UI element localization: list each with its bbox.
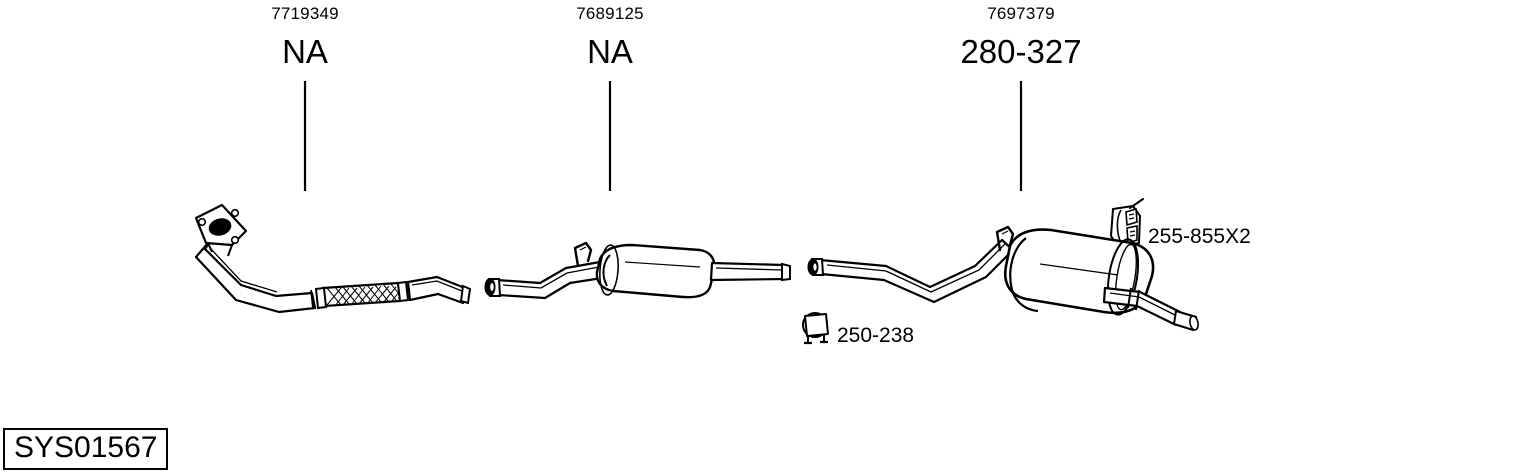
accessory-label-clamp: 250-238 — [837, 324, 915, 347]
system-code-badge: SYS01567 — [3, 428, 169, 470]
part-number-front-pipe: 7719349 — [271, 4, 339, 23]
rear-inlet-tip — [807, 258, 825, 276]
part-code-centre-silencer: NA — [587, 33, 633, 70]
rear-silencer-assembly — [807, 225, 1199, 332]
flange — [194, 203, 248, 257]
part-number-centre-silencer: 7689125 — [576, 4, 644, 23]
front-pipe-assembly — [194, 203, 472, 314]
exhaust-clamp-icon — [802, 312, 829, 345]
part-number-rear-silencer: 7697379 — [987, 4, 1055, 23]
centre-silencer-box — [595, 243, 716, 299]
label-group-centre-silencer: 7689125 NA — [510, 5, 710, 68]
centre-silencer-assembly — [484, 241, 791, 300]
inlet-tip — [484, 278, 502, 297]
rear-silencer-box — [1004, 228, 1155, 316]
label-group-rear-silencer: 7697379 280-327 — [921, 5, 1121, 68]
flex-section — [310, 280, 413, 310]
tailpipe-tip — [1172, 309, 1199, 332]
label-group-front-pipe: 7719349 NA — [205, 5, 405, 68]
accessory-label-rubber-mount: 255-855X2 — [1148, 225, 1251, 248]
part-code-front-pipe: NA — [282, 33, 328, 70]
rubber-hanger-icon — [1110, 198, 1144, 248]
leader-lines — [303, 81, 1023, 191]
part-code-rear-silencer: 280-327 — [960, 33, 1082, 70]
system-code-text: SYS01567 — [14, 431, 158, 464]
